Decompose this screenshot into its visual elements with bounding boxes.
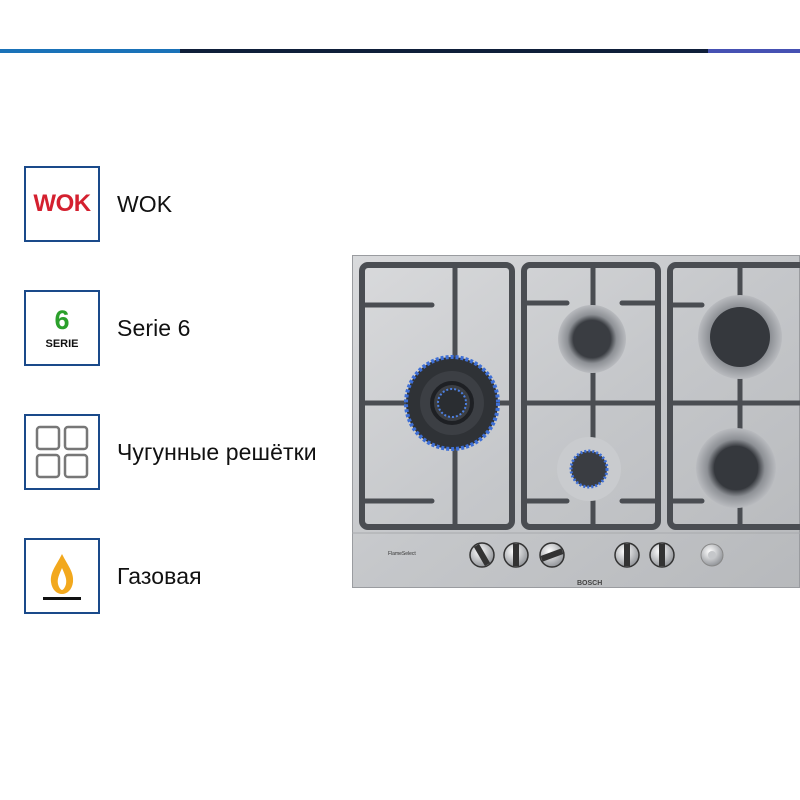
serie-6-icon: 6 SERIE — [24, 290, 100, 366]
gas-hob-image: FlameSelect BOSCH — [352, 255, 800, 588]
wok-icon: WOK — [24, 166, 100, 242]
brand-logo: BOSCH — [577, 580, 602, 587]
gas-flame-icon — [24, 538, 100, 614]
feature-label: Чугунные решётки — [117, 438, 317, 465]
cast-iron-grid-icon — [24, 414, 100, 490]
top-bar-segment-dark — [180, 49, 708, 53]
top-bar-segment-violet — [708, 49, 800, 53]
burner-top-middle — [558, 305, 626, 373]
wok-burner — [404, 355, 500, 451]
burner-bottom-right — [696, 428, 776, 508]
feature-label: Газовая — [117, 562, 202, 589]
feature-serie-6: 6 SERIE Serie 6 — [24, 288, 191, 368]
top-bar-segment-blue — [0, 49, 180, 53]
burner-top-right — [698, 295, 782, 379]
feature-wok: WOK WOK — [24, 164, 172, 244]
top-accent-bar — [0, 49, 800, 53]
control-knobs[interactable] — [469, 542, 724, 568]
feature-label: WOK — [117, 190, 173, 217]
flameselect-badge: FlameSelect — [388, 551, 416, 557]
feature-cast-iron-grids: Чугунные решётки — [24, 412, 317, 492]
serie-number: 6 — [54, 304, 70, 335]
wok-icon-text: WOK — [33, 190, 91, 217]
feature-gas: Газовая — [24, 536, 202, 616]
burner-bottom-middle — [557, 437, 621, 501]
feature-label: Serie 6 — [117, 314, 191, 341]
serie-word: SERIE — [45, 337, 79, 350]
